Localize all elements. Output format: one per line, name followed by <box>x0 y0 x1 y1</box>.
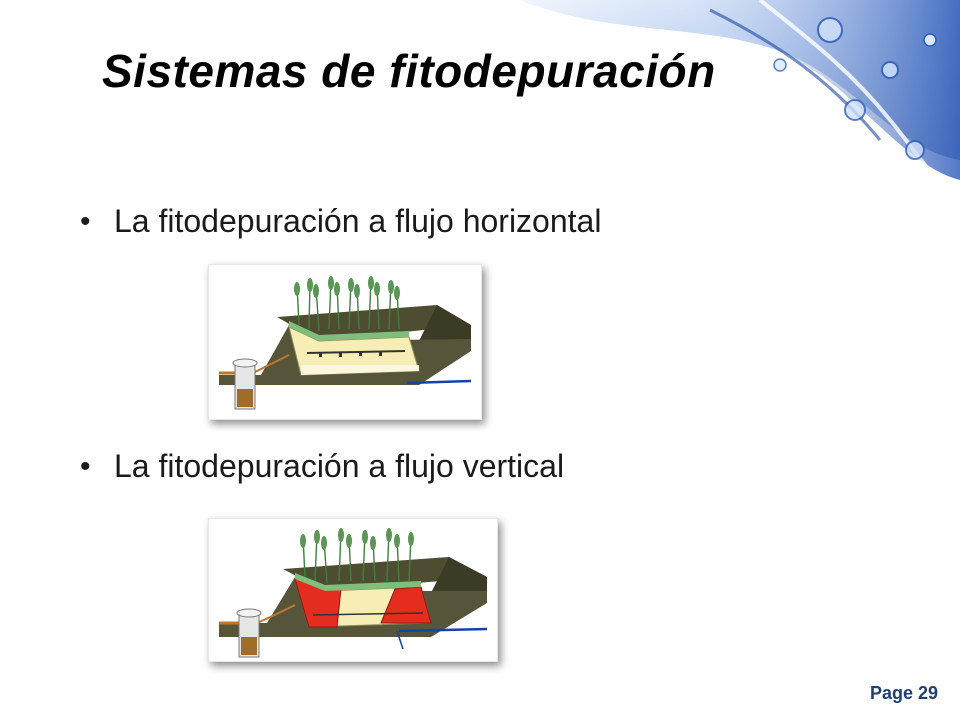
bullet-vertical-flow: • La fitodepuración a flujo vertical <box>80 448 564 485</box>
bullet-dot-icon: • <box>80 449 91 483</box>
slide-title: Sistemas de fitodepuración <box>102 45 716 97</box>
horizontal-flow-wetland-diagram <box>208 264 482 420</box>
vertical-flow-wetland-diagram <box>208 518 498 662</box>
bullet-text: La fitodepuración a flujo horizontal <box>114 203 602 239</box>
page-number: Page 29 <box>869 683 938 703</box>
bullet-text: La fitodepuración a flujo vertical <box>114 448 565 484</box>
bullet-dot-icon: • <box>80 204 91 238</box>
bullet-horizontal-flow: • La fitodepuración a flujo horizontal <box>80 203 601 240</box>
water-splash-decoration <box>520 0 960 202</box>
